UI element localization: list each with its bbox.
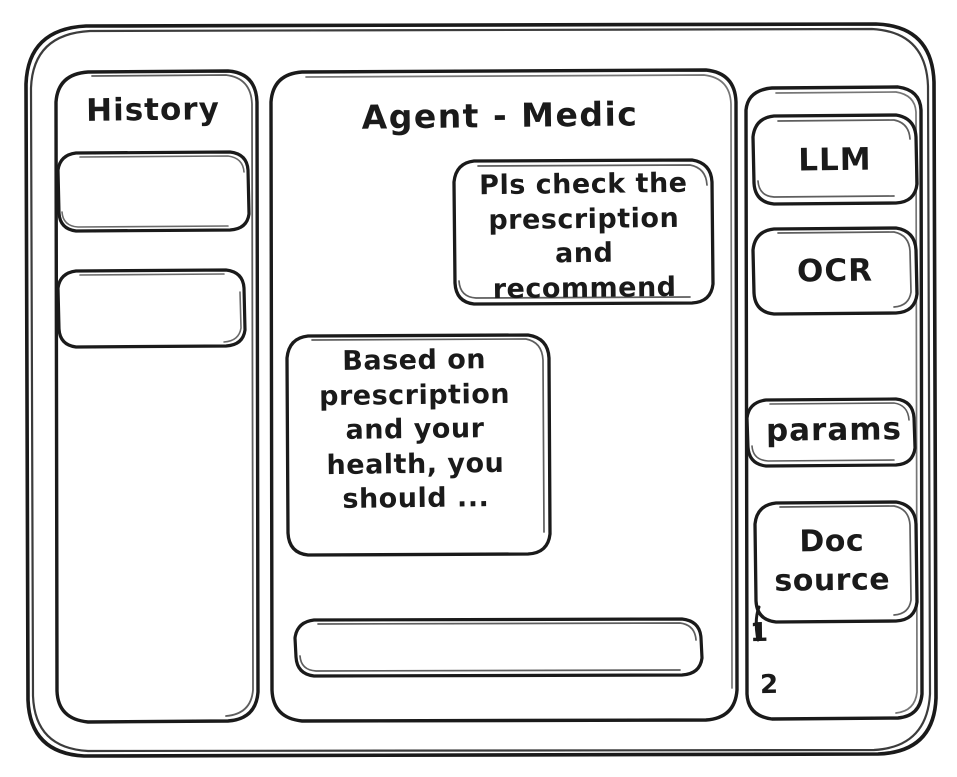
history-panel-outline [54, 69, 260, 724]
history-item-2[interactable] [58, 270, 246, 348]
ocr-button-outline-2 [777, 231, 912, 308]
assistant-message-bubble-outline-2 [311, 338, 545, 533]
agent-panel-title: Agent - Medic [361, 94, 639, 137]
user-message-bubble-outline [452, 158, 715, 306]
history-item-2-outline-2 [79, 273, 242, 343]
composer-input-outline-2 [299, 622, 697, 672]
doc-source-connector [754, 605, 761, 642]
doc-source-box-outline-2 [779, 505, 912, 616]
llm-button-label[interactable]: LLM [798, 141, 872, 179]
assistant-message-text: Based on prescription and your health, y… [318, 344, 511, 516]
user-message-bubble-outline-2 [458, 164, 708, 299]
tools-panel-outline [744, 85, 924, 721]
history-panel-title: History [85, 91, 221, 129]
doc-source-item-2[interactable]: 2 [759, 669, 779, 701]
ocr-button-label[interactable]: OCR [796, 252, 874, 290]
window-frame [24, 22, 938, 758]
user-message-text: Pls check the prescription and recommend [478, 167, 688, 305]
composer-input[interactable] [295, 619, 703, 677]
doc-source-label[interactable]: Doc source [774, 523, 891, 599]
history-panel-outline-2 [91, 74, 254, 717]
doc-source-item-1[interactable]: 1 [749, 617, 769, 649]
agent-panel-outline [269, 68, 739, 723]
params-button-outline [745, 397, 917, 468]
ocr-button-outline [751, 226, 919, 316]
llm-button-outline-2 [757, 119, 911, 198]
history-item-1-outline-2 [61, 155, 245, 228]
agent-panel-outline-2 [305, 74, 733, 689]
history-item-1-outline [56, 150, 251, 233]
params-button-label[interactable]: params [765, 411, 903, 449]
history-item-1[interactable] [58, 152, 250, 232]
assistant-message-bubble-outline [285, 333, 552, 557]
composer-input-outline [293, 617, 704, 678]
doc-source-box-outline [753, 500, 919, 624]
llm-button-outline [751, 113, 919, 206]
history-item-2-outline [56, 268, 247, 349]
window-frame-shadow [29, 27, 932, 753]
params-button-outline-2 [751, 402, 910, 462]
tools-panel-outline-2 [775, 91, 918, 714]
